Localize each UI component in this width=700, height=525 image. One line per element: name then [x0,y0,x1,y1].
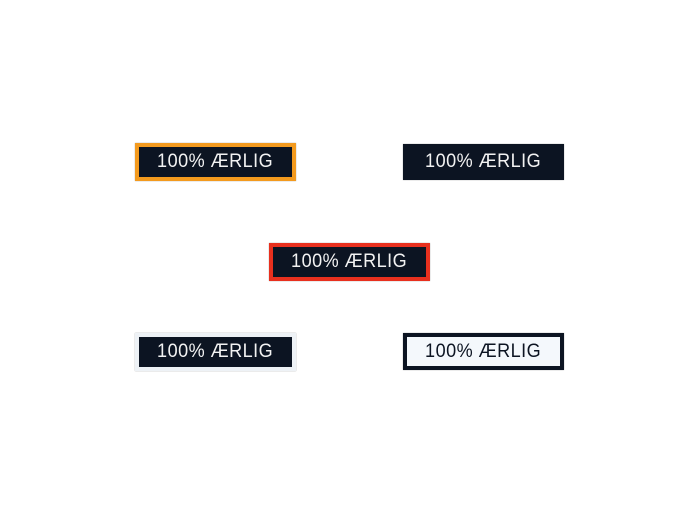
patch-text: 100% ÆRLIG [291,251,408,272]
patch-black: 100% ÆRLIG [403,144,564,180]
patch-white: 100% ÆRLIG [403,333,564,370]
patch-text: 100% ÆRLIG [425,340,542,362]
patch-text: 100% ÆRLIG [425,151,542,172]
patch-text: 100% ÆRLIG [157,341,274,362]
patch-red-border: 100% ÆRLIG [269,243,430,281]
patch-orange-border: 100% ÆRLIG [135,143,296,181]
patch-white-border: 100% ÆRLIG [135,333,296,371]
patch-text: 100% ÆRLIG [157,151,274,172]
